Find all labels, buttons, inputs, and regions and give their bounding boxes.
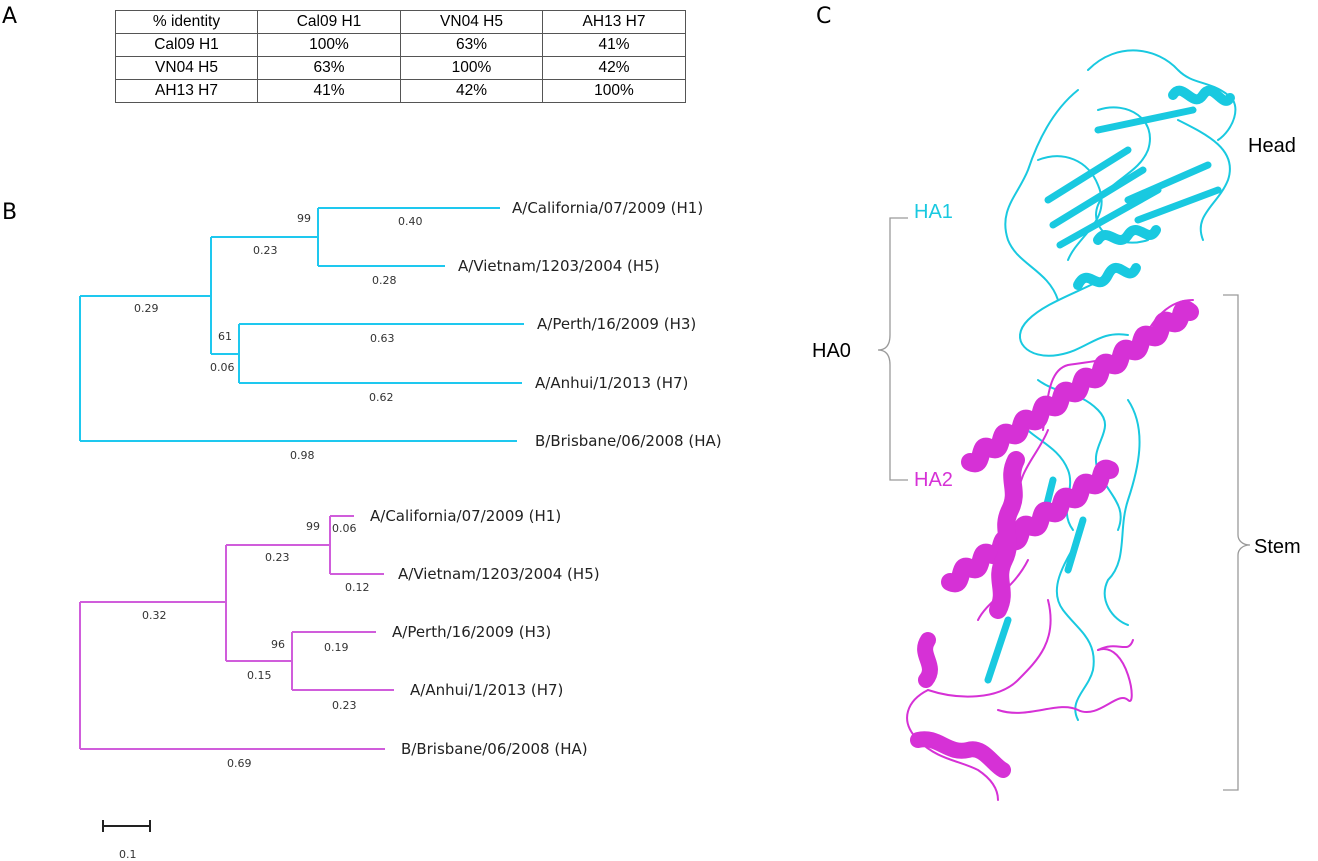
branch-length: 0.06	[332, 522, 357, 535]
scale-bar	[102, 820, 151, 832]
bracket-lines	[877, 217, 1251, 791]
branch-length: 0.12	[345, 581, 370, 594]
ha-structure-panel: HA1 HA2 HA0 Head Stem	[812, 49, 1301, 801]
branch-length: 0.15	[247, 669, 272, 682]
table-cell: Cal09 H1	[115, 33, 258, 57]
ha1-label: HA1	[914, 201, 953, 223]
tree-ha1	[79, 207, 524, 442]
ha0-label: HA0	[812, 340, 851, 362]
phylogenetic-trees: A/California/07/2009 (H1) A/Vietnam/1203…	[79, 199, 722, 861]
branch-length: 0.23	[265, 551, 290, 564]
taxon-label: B/Brisbane/06/2008 (HA)	[401, 740, 588, 758]
ha2-label: HA2	[914, 469, 953, 491]
table-cell: VN04 H5	[115, 56, 258, 80]
bootstrap-value: 99	[297, 212, 311, 225]
table-header-cell: AH13 H7	[542, 10, 686, 34]
branch-length: 0.40	[398, 215, 423, 228]
taxon-label: A/Vietnam/1203/2004 (H5)	[458, 257, 660, 275]
table-row: VN04 H5 63% 100% 42%	[115, 56, 686, 80]
table-cell: 100%	[400, 56, 543, 80]
branch-length: 0.62	[369, 391, 394, 404]
ha1-ha2-bracket	[877, 217, 908, 481]
branch-length: 0.23	[253, 244, 278, 257]
ha2-ribbon	[906, 299, 1199, 801]
branch-length: 0.29	[134, 302, 159, 315]
branch-length: 0.98	[290, 449, 315, 462]
table-header-cell: % identity	[115, 10, 258, 34]
tree-ha2	[79, 515, 394, 750]
table-cell: 100%	[257, 33, 401, 57]
table-cell: 63%	[400, 33, 543, 57]
table-row: AH13 H7 41% 42% 100%	[115, 79, 686, 103]
table-cell: 42%	[400, 79, 543, 103]
taxon-label: A/Vietnam/1203/2004 (H5)	[398, 565, 600, 583]
branch-length: 0.06	[210, 361, 235, 374]
scale-bar-label: 0.1	[119, 848, 137, 861]
taxon-label: A/Anhui/1/2013 (H7)	[535, 374, 688, 392]
table-header-cell: Cal09 H1	[257, 10, 401, 34]
table-cell: 42%	[542, 56, 686, 80]
bootstrap-value: 99	[306, 520, 320, 533]
ha1-ribbon	[984, 49, 1237, 721]
branch-length: 0.23	[332, 699, 357, 712]
branch-length: 0.28	[372, 274, 397, 287]
taxon-label: A/Perth/16/2009 (H3)	[392, 623, 551, 641]
taxon-label: B/Brisbane/06/2008 (HA)	[535, 432, 722, 450]
head-label: Head	[1248, 135, 1296, 157]
bootstrap-value: 96	[271, 638, 285, 651]
panel-label-b: B	[2, 200, 18, 225]
stem-label: Stem	[1254, 536, 1301, 558]
panel-label-c: C	[816, 4, 832, 29]
identity-table: % identity Cal09 H1 VN04 H5 AH13 H7 Cal0…	[115, 10, 686, 103]
taxon-label: A/California/07/2009 (H1)	[512, 199, 703, 217]
branch-length: 0.32	[142, 609, 167, 622]
panel-label-a: A	[2, 4, 18, 29]
table-cell: AH13 H7	[115, 79, 258, 103]
taxon-label: A/Anhui/1/2013 (H7)	[410, 681, 563, 699]
branch-length: 0.19	[324, 641, 349, 654]
table-cell: 100%	[542, 79, 686, 103]
branch-length: 0.63	[370, 332, 395, 345]
table-header-row: % identity Cal09 H1 VN04 H5 AH13 H7	[115, 10, 686, 34]
stem-bracket	[1223, 294, 1251, 791]
table-row: Cal09 H1 100% 63% 41%	[115, 33, 686, 57]
taxon-label: A/Perth/16/2009 (H3)	[537, 315, 696, 333]
taxon-label: A/California/07/2009 (H1)	[370, 507, 561, 525]
branch-length: 0.69	[227, 757, 252, 770]
bootstrap-value: 61	[218, 330, 232, 343]
